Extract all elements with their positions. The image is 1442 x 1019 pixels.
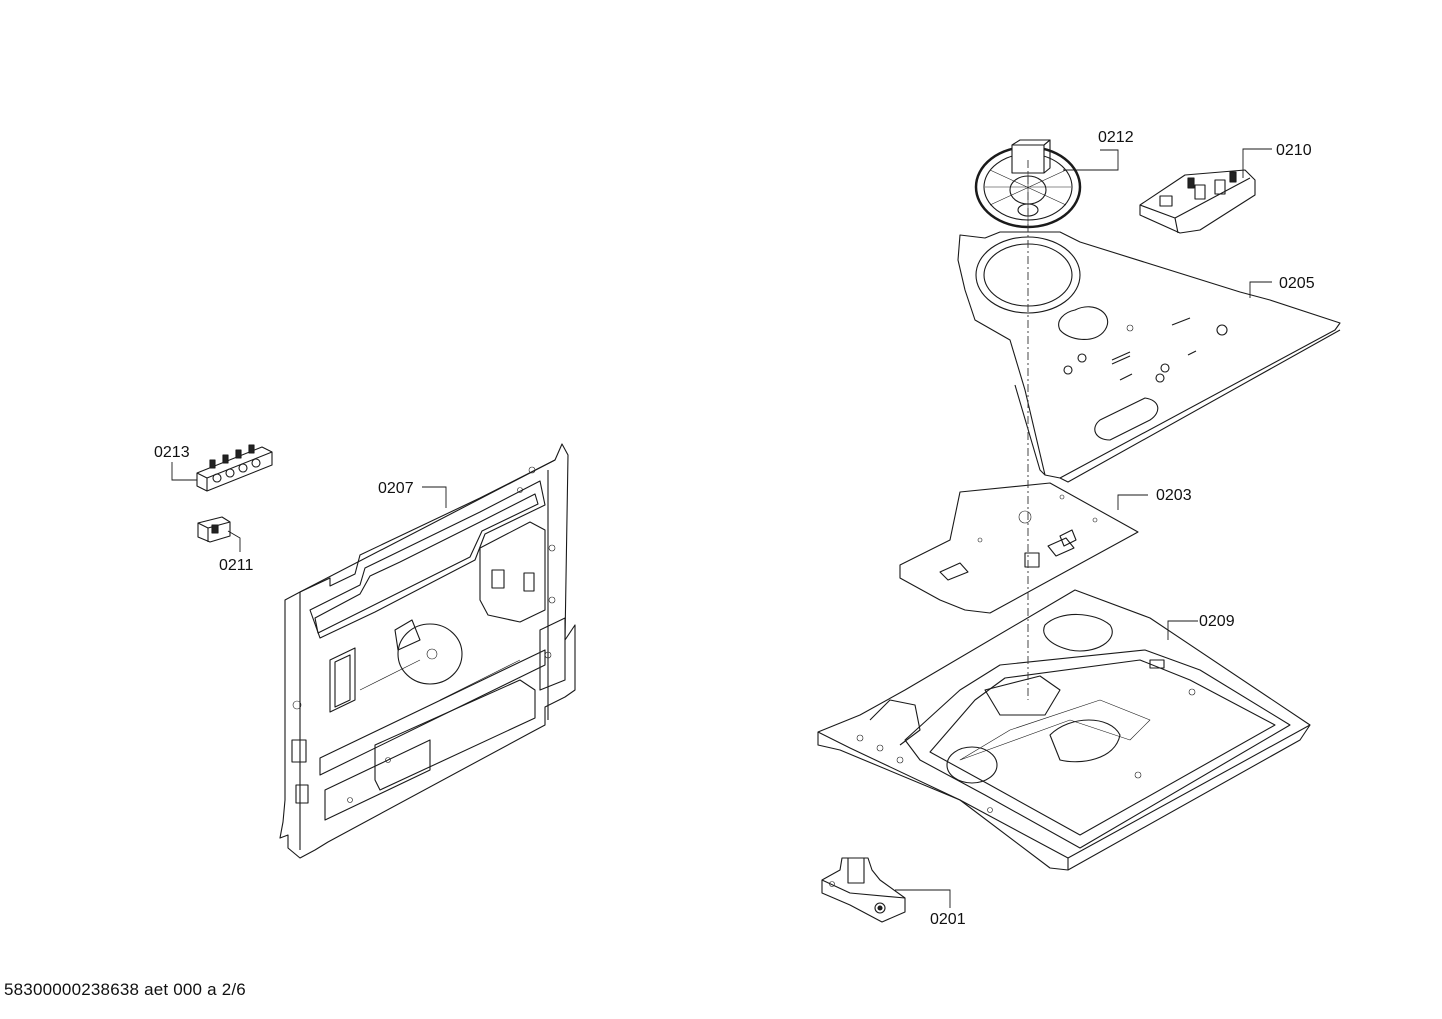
leader-0207 [422, 486, 447, 508]
part-0209-base-tray[interactable] [817, 589, 1311, 871]
leader-0212 [1063, 149, 1119, 171]
label-0205: 0205 [1279, 275, 1315, 292]
part-0203-insulation-plate[interactable] [899, 482, 1139, 614]
label-0207: 0207 [378, 480, 414, 497]
label-0210: 0210 [1276, 142, 1312, 159]
leader-0201 [895, 889, 951, 908]
leader-0205 [1249, 281, 1272, 298]
leader-0209 [1167, 620, 1198, 640]
label-0213: 0213 [154, 444, 190, 461]
label-0203: 0203 [1156, 487, 1192, 504]
leader-0211 [227, 530, 241, 552]
part-0210-control-module[interactable] [1139, 169, 1256, 234]
label-0209: 0209 [1199, 613, 1235, 630]
part-0211-bracket[interactable] [197, 516, 231, 543]
part-0205-fan-cover-plate[interactable] [957, 231, 1341, 483]
part-0213-connector-block[interactable] [196, 444, 273, 492]
label-0211: 0211 [219, 557, 254, 574]
part-0207-back-panel[interactable] [279, 443, 576, 859]
leader-0213 [171, 462, 197, 481]
leader-0203 [1117, 494, 1148, 510]
leader-0210 [1242, 148, 1272, 178]
label-0201: 0201 [930, 911, 966, 928]
document-code: 58300000238638 aet 000 a 2/6 [4, 980, 246, 999]
part-0201-bracket-assembly[interactable] [821, 857, 906, 923]
label-0212: 0212 [1098, 129, 1134, 146]
